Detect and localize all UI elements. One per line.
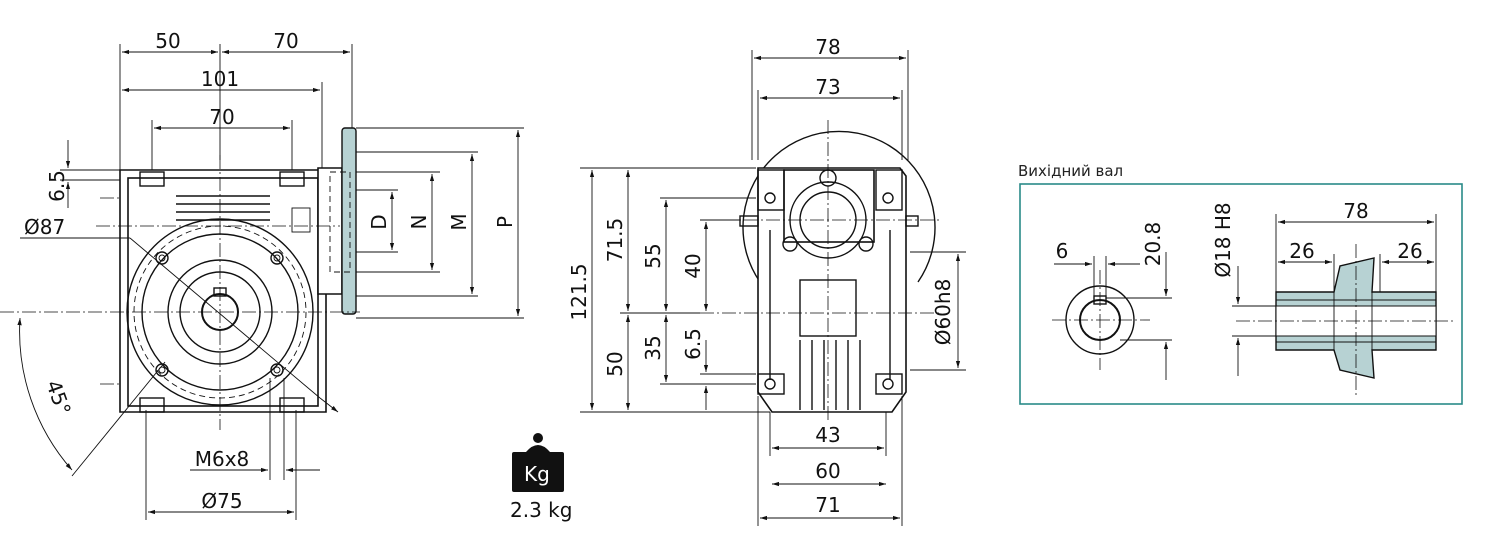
dim-center-h-50: 50 (603, 351, 627, 376)
dim-center-bot-71: 71 (815, 493, 840, 517)
dim-left-width-101: 101 (201, 67, 239, 91)
left-view: 50 70 101 70 6.5 (0, 29, 524, 520)
dim-center-h-35: 35 (641, 335, 665, 360)
dim-shaft-key-20-8: 20.8 (1141, 222, 1165, 267)
dim-center-top-78: 78 (815, 35, 840, 59)
center-view: 78 73 (567, 35, 966, 526)
dim-center-h-71-5: 71.5 (603, 218, 627, 263)
dim-center-bot-43: 43 (815, 423, 840, 447)
dim-left-D: D (367, 214, 391, 229)
dim-left-top-70: 70 (273, 29, 298, 53)
weight-icon-label: Kg (524, 462, 550, 486)
weight-value: 2.3 kg (510, 498, 572, 522)
dim-left-dia-75: Ø75 (201, 489, 242, 513)
weight-icon: Kg (512, 433, 564, 492)
dim-left-thread: M6x8 (195, 447, 250, 471)
output-shaft-title: Вихідний вал (1018, 162, 1123, 180)
dim-center-bot-60: 60 (815, 459, 840, 483)
dim-shaft-bore: Ø18 H8 (1211, 202, 1235, 277)
dim-left-top-50: 50 (155, 29, 180, 53)
dim-center-top-73: 73 (815, 75, 840, 99)
dim-center-h-121-5: 121.5 (567, 263, 591, 320)
weight-block: Kg 2.3 kg (510, 433, 572, 522)
dim-left-N: N (407, 215, 431, 230)
dim-shaft-len-26-right: 26 (1397, 239, 1422, 263)
dim-shaft-len-26-left: 26 (1289, 239, 1314, 263)
dim-shaft-len-78: 78 (1343, 199, 1368, 223)
dim-left-P: P (493, 216, 517, 228)
dim-center-h-6-5: 6.5 (681, 328, 705, 360)
dim-left-offset-6-5: 6.5 (45, 170, 69, 202)
dim-left-holes-70: 70 (209, 105, 234, 129)
dim-center-dia-60h8: Ø60h8 (931, 279, 955, 346)
dim-left-M: M (447, 213, 471, 230)
dim-center-h-40: 40 (681, 253, 705, 278)
dim-left-angle-45: 45° (41, 377, 76, 419)
dim-center-h-55: 55 (641, 243, 665, 268)
output-shaft-panel: Вихідний вал 6 20.8 Ø18 H8 (1018, 162, 1463, 405)
dim-shaft-key-6: 6 (1056, 239, 1069, 263)
dim-left-dia-87: Ø87 (24, 215, 65, 239)
output-shaft-frame (1019, 183, 1463, 405)
